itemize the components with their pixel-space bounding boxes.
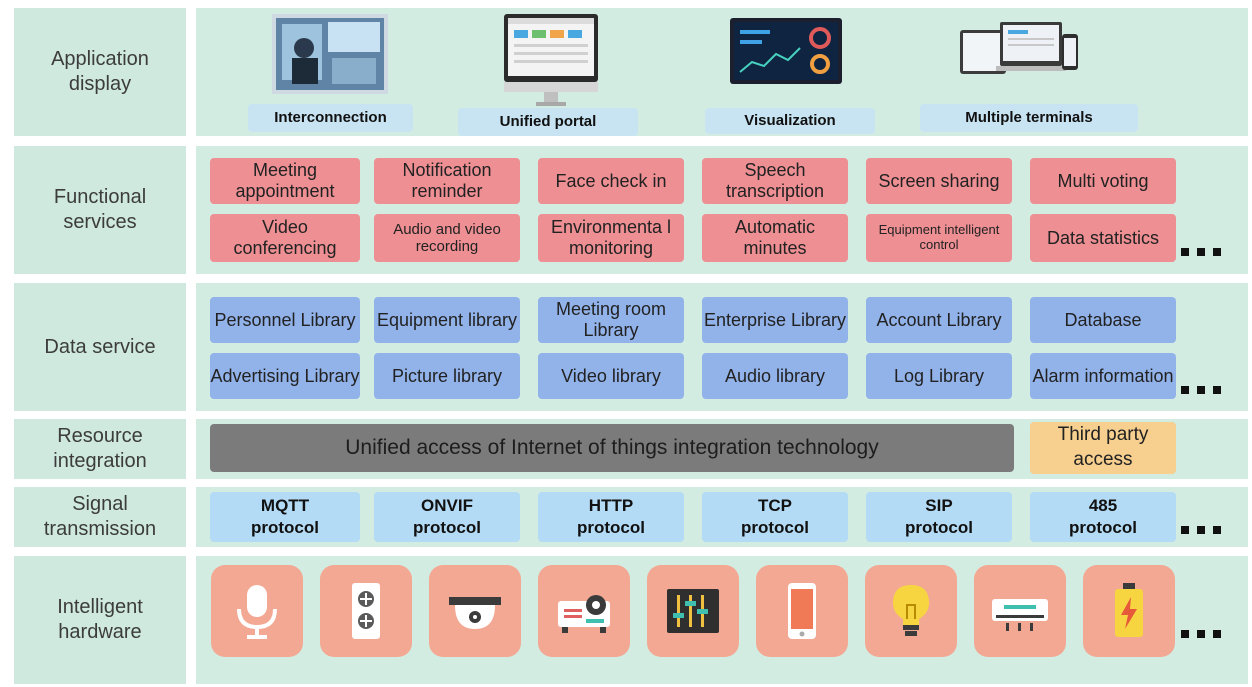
more-functions-ellipsis <box>1181 248 1221 256</box>
hardware-smartphone <box>756 565 848 657</box>
visualization-screen <box>730 18 842 84</box>
data-equipment-library: Equipment library <box>374 297 520 343</box>
function-face-check-in: Face check in <box>538 158 684 204</box>
function-data-statistics: Data statistics <box>1030 214 1176 262</box>
hardware-projector <box>538 565 630 657</box>
function-audio-video-recording: Audio and video recording <box>374 214 520 262</box>
third-party-access-box: Third party access <box>1030 422 1176 474</box>
function-environmental-monitoring: Environmenta l monitoring <box>538 214 684 262</box>
protocol-name: ONVIF <box>421 495 473 515</box>
protocol-suffix: protocol <box>905 518 973 537</box>
smartphone-icon <box>788 583 816 639</box>
data-picture-library: Picture library <box>374 353 520 399</box>
multiple-terminals-devices <box>960 22 1078 74</box>
hardware-dome-camera <box>429 565 521 657</box>
unified-iot-access-bar: Unified access of Internet of things int… <box>210 424 1014 472</box>
data-database: Database <box>1030 297 1176 343</box>
air-conditioner-icon <box>992 599 1048 631</box>
row-label-application-display: Application display <box>14 8 186 136</box>
data-video-library: Video library <box>538 353 684 399</box>
microphone-icon <box>237 585 277 639</box>
app-label-unified-portal: Unified portal <box>458 108 638 136</box>
row-label-signal-transmission: Signal transmission <box>14 487 186 547</box>
protocol-name: SIP <box>925 495 953 515</box>
hardware-light-bulb <box>865 565 957 657</box>
row-label-intelligent-hardware: Intelligent hardware <box>14 556 186 684</box>
protocol-suffix: protocol <box>413 518 481 537</box>
data-advertising-library: Advertising Library <box>210 353 360 399</box>
function-equipment-intelligent-control: Equipment intelligent control <box>866 214 1012 262</box>
function-notification-reminder: Notification reminder <box>374 158 520 204</box>
protocol-suffix: protocol <box>251 518 319 537</box>
dome-camera-icon <box>449 597 501 629</box>
power-socket-icon <box>352 583 380 639</box>
more-hardware-ellipsis <box>1181 630 1221 638</box>
protocol-mqtt: MQTT protocol <box>210 492 360 542</box>
protocol-sip: SIP protocol <box>866 492 1012 542</box>
data-audio-library: Audio library <box>702 353 848 399</box>
protocol-suffix: protocol <box>577 518 645 537</box>
data-alarm-information: Alarm information <box>1030 353 1176 399</box>
hardware-power-socket <box>320 565 412 657</box>
interconnection-image <box>272 14 388 94</box>
function-automatic-minutes: Automatic minutes <box>702 214 848 262</box>
hardware-air-conditioner <box>974 565 1066 657</box>
hardware-battery <box>1083 565 1175 657</box>
row-label-resource-integration: Resource integration <box>14 419 186 479</box>
protocol-485: 485 protocol <box>1030 492 1176 542</box>
more-data-ellipsis <box>1181 386 1221 394</box>
data-meeting-room-library: Meeting room Library <box>538 297 684 343</box>
hardware-audio-mixer <box>647 565 739 657</box>
unified-portal-monitor <box>504 14 598 106</box>
light-bulb-icon <box>893 585 929 636</box>
protocol-name: 485 <box>1088 495 1118 515</box>
app-label-visualization: Visualization <box>705 108 875 134</box>
protocol-name: TCP <box>758 495 792 515</box>
function-video-conferencing: Video conferencing <box>210 214 360 262</box>
row-label-functional-services: Functional services <box>14 146 186 274</box>
app-label-multiple-terminals: Multiple terminals <box>920 104 1138 132</box>
row-label-data-service: Data service <box>14 283 186 411</box>
data-enterprise-library: Enterprise Library <box>702 297 848 343</box>
data-account-library: Account Library <box>866 297 1012 343</box>
protocol-suffix: protocol <box>1069 518 1137 537</box>
protocol-tcp: TCP protocol <box>702 492 848 542</box>
function-meeting-appointment: Meeting appointment <box>210 158 360 204</box>
projector-icon <box>558 595 610 633</box>
function-speech-transcription: Speech transcription <box>702 158 848 204</box>
more-protocols-ellipsis <box>1181 526 1221 534</box>
protocol-name: HTTP <box>588 495 634 515</box>
function-multi-voting: Multi voting <box>1030 158 1176 204</box>
app-label-interconnection: Interconnection <box>248 104 413 132</box>
data-log-library: Log Library <box>866 353 1012 399</box>
function-screen-sharing: Screen sharing <box>866 158 1012 204</box>
protocol-suffix: protocol <box>741 518 809 537</box>
data-personnel-library: Personnel Library <box>210 297 360 343</box>
protocol-name: MQTT <box>260 495 310 515</box>
protocol-onvif: ONVIF protocol <box>374 492 520 542</box>
hardware-microphone <box>211 565 303 657</box>
battery-icon <box>1115 583 1143 637</box>
protocol-http: HTTP protocol <box>538 492 684 542</box>
audio-mixer-icon <box>667 589 719 633</box>
